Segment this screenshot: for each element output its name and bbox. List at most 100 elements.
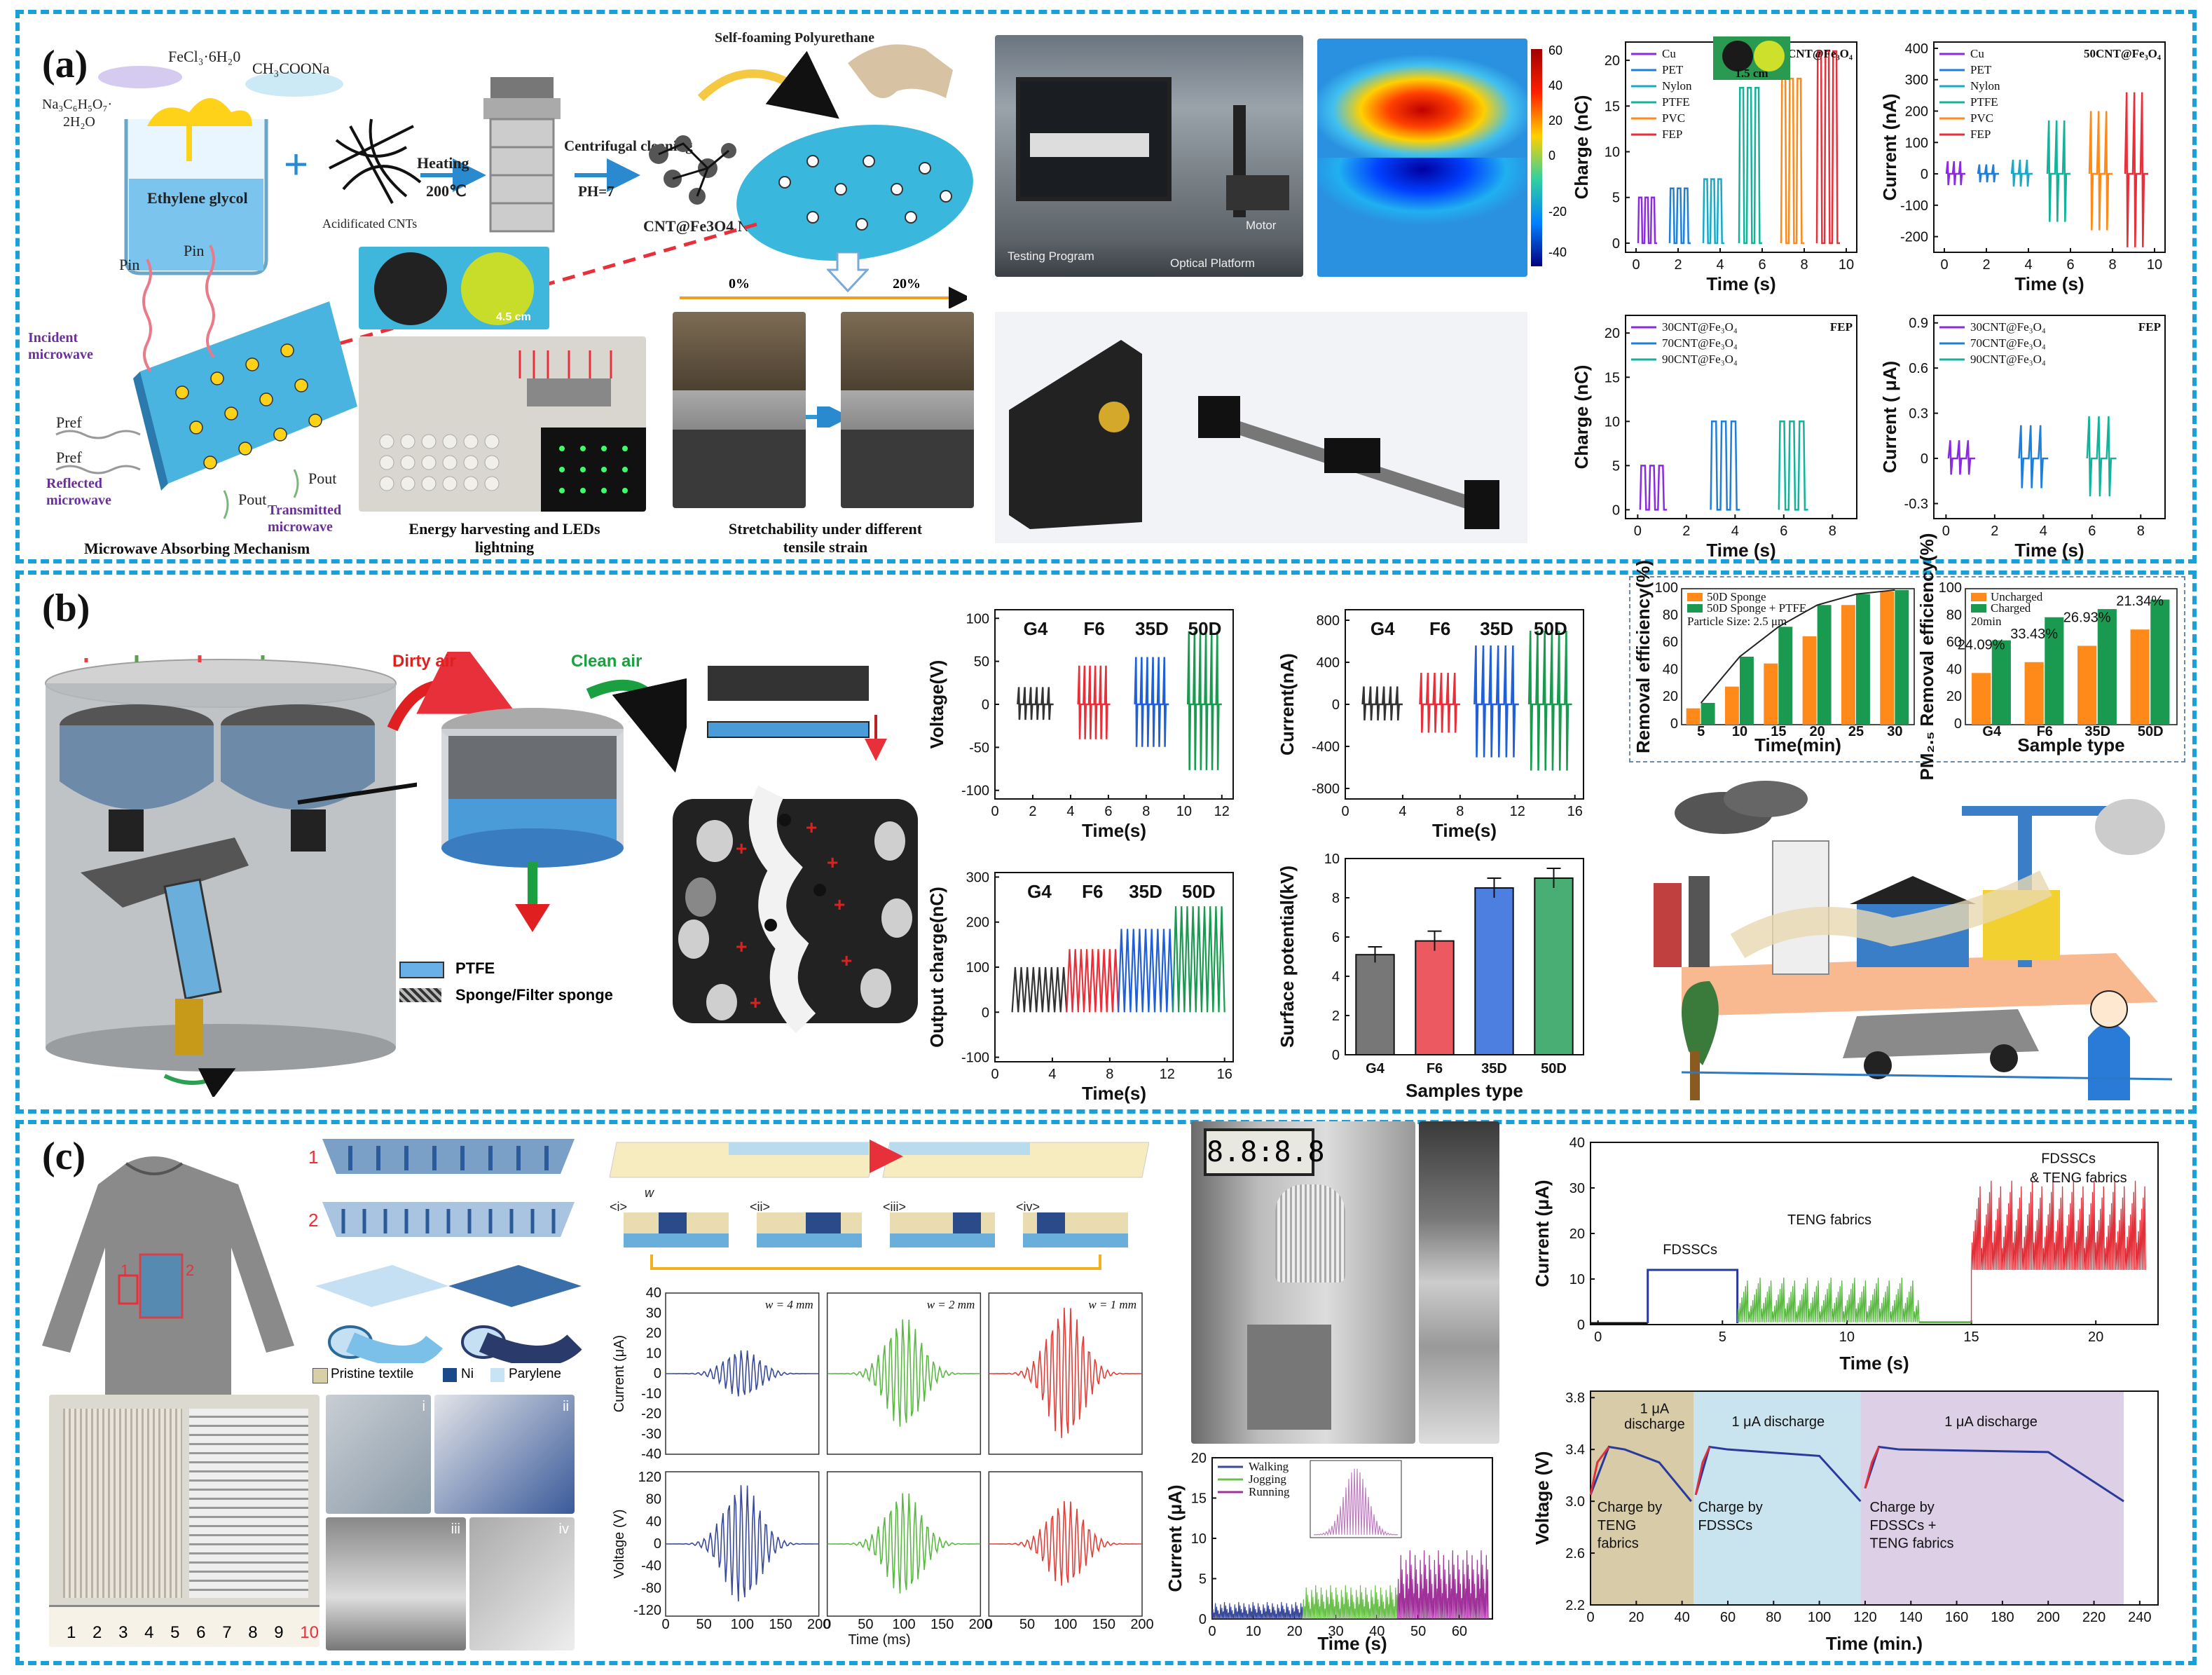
series-1 — [1710, 421, 1740, 511]
category-label: 15 — [1771, 724, 1786, 739]
led-photo — [359, 336, 646, 512]
y-axis-label: Current (μA) — [612, 1335, 627, 1412]
category-label: 20 — [1810, 724, 1825, 739]
improvement-label: 24.09% — [1958, 637, 2005, 652]
series-label-2: 35D — [1129, 881, 1162, 902]
series-4 — [2088, 111, 2113, 231]
ruler-tick: 7 — [222, 1623, 232, 1642]
legend-label: Cu — [1970, 47, 1984, 60]
x-tick-label: 0 — [1208, 1624, 1216, 1639]
chart-annotation: FEP — [1830, 320, 1853, 334]
legend-swatch — [1971, 593, 1986, 601]
y-tick-label: 0 — [1332, 697, 1340, 713]
series-0 — [1017, 687, 1054, 720]
series-label-0: G4 — [1371, 618, 1395, 639]
colorbar-tick-4: -20 — [1548, 205, 1567, 219]
bar-10-1 — [1740, 657, 1754, 725]
series-1 — [1977, 164, 1999, 183]
x-tick-label: 10 — [1839, 257, 1854, 273]
subplot-frame — [988, 1292, 1143, 1455]
foam-sample-icon — [736, 124, 973, 261]
x-tick-label: 150 — [1092, 1617, 1115, 1632]
sample-photo: 4.5 cm — [359, 247, 549, 329]
stretch-caption: Stretchability under different tensile s… — [728, 520, 923, 556]
bar-25-1 — [1856, 594, 1870, 725]
series-0 — [1945, 161, 1965, 186]
series-label-3: 50D — [1182, 881, 1216, 902]
trend-line — [1700, 589, 1895, 704]
x-tick-label: 4 — [2024, 257, 2032, 273]
y-tick-label: 100 — [1939, 580, 1962, 596]
y-tick-label: -800 — [1312, 781, 1340, 797]
flex-photo-iv: iv — [469, 1517, 575, 1650]
series-0 — [1637, 196, 1657, 245]
x-tick-label: 0 — [823, 1617, 831, 1632]
y-tick-label: 0 — [982, 697, 989, 713]
y-tick-label: -80 — [641, 1580, 661, 1596]
y-tick-label: -100 — [961, 784, 989, 799]
step-ii-label: <ii> — [750, 1200, 770, 1214]
colorbar-tick-1: 40 — [1548, 78, 1563, 93]
region-2 — [1860, 1391, 2124, 1605]
citrate2-label: 2H₂O — [63, 114, 95, 130]
svg-text:+: + — [841, 950, 852, 971]
x-tick-label: 2 — [1674, 257, 1682, 273]
legend-ni-label: Ni — [461, 1367, 474, 1381]
ruler-tick: 9 — [274, 1623, 284, 1642]
y-tick-label: 100 — [966, 960, 989, 976]
setup-photo: Testing Program Optical Platform Motor — [995, 35, 1303, 277]
panel-b-label: (b) — [42, 587, 90, 630]
series-label-2: 35D — [1135, 618, 1169, 639]
cnt-label: Acidificated CNTs — [322, 217, 417, 231]
legend-parylene-label: Parylene — [509, 1367, 561, 1381]
y-tick-label: -100 — [961, 1051, 989, 1066]
y-tick-label: 400 — [1317, 655, 1340, 671]
y-tick-label: 300 — [966, 870, 989, 885]
y-tick-label: 120 — [638, 1470, 661, 1485]
inset-sample-dark — [1722, 41, 1753, 71]
scale-label: 4.5 cm — [496, 311, 531, 323]
series-0 — [1639, 465, 1668, 511]
x-tick-label: 20 — [1287, 1624, 1303, 1639]
x-tick-label: 16 — [1217, 1067, 1232, 1082]
chart-annotation: FEP — [2138, 320, 2161, 334]
annotation-charge-2a: Charge by — [1698, 1500, 1763, 1515]
y-tick-label: 0.3 — [1909, 406, 1928, 422]
category-label: 35D — [1481, 1061, 1507, 1076]
series-label: w = 2 mm — [927, 1298, 975, 1311]
y-tick-label: 80 — [646, 1492, 661, 1508]
y-tick-label: 2.6 — [1565, 1546, 1585, 1561]
bar-35D — [1474, 887, 1514, 1055]
nanoparticle-icon — [649, 135, 736, 205]
x-axis-label: Time(s) — [1432, 820, 1497, 841]
legend-label: 70CNT@Fe₃O₄ — [1662, 336, 1738, 350]
y-axis-label: Current(nA) — [1277, 653, 1298, 756]
y-axis-label: Voltage (V) — [1532, 1451, 1553, 1545]
x-tick-label: 0 — [1632, 257, 1640, 273]
y-tick-label: 5 — [1612, 458, 1620, 474]
foam-label: Self-foaming Polyurethane — [715, 30, 874, 46]
x-tick-label: 20 — [1628, 1610, 1644, 1625]
x-axis-label: Time (min.) — [1826, 1633, 1923, 1654]
annotation-discharge-1a: 1 μA — [1640, 1401, 1670, 1416]
x-axis-label: Time(s) — [1082, 820, 1146, 841]
y-tick-label: 15 — [1605, 370, 1620, 385]
y-tick-label: 300 — [1905, 73, 1928, 88]
legend-swatch — [1687, 604, 1703, 613]
optical-platform-label: Optical Platform — [1170, 257, 1255, 270]
x-axis-label: Time (s) — [2014, 540, 2084, 561]
x-axis-label: Time (s) — [1839, 1353, 1909, 1374]
x-tick-label: 6 — [2088, 524, 2096, 539]
pin-label-1: Pin — [119, 256, 139, 273]
y-tick-label: 0.9 — [1909, 316, 1928, 331]
x-tick-label: 8 — [2137, 524, 2145, 539]
teng-rig-render — [995, 312, 1527, 543]
bar-20-1 — [1817, 605, 1832, 725]
